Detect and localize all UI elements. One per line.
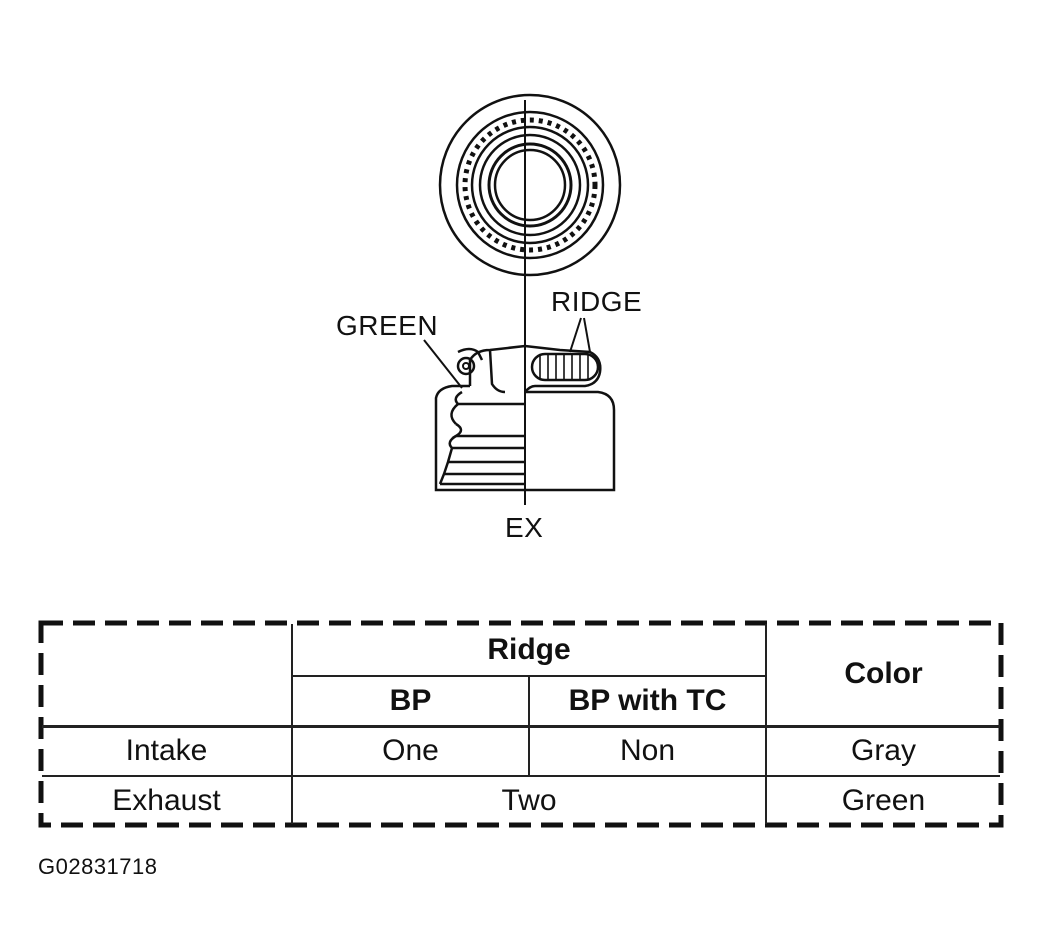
seal-side-view: [434, 344, 616, 492]
header-empty-cell: [42, 624, 292, 728]
header-color: Color: [765, 624, 1000, 728]
exhaust-ridge-cell: Two: [291, 776, 766, 824]
row-label-exhaust: Exhaust: [112, 783, 221, 817]
ridge-leader-line-1: [569, 317, 582, 353]
green-callout-label: GREEN: [336, 310, 439, 341]
intake-bp-cell: One: [291, 726, 529, 777]
intake-bp-with-tc-cell: Non: [528, 726, 766, 777]
spec-table: Ridge Color BP BP with TC Intake One Non…: [42, 624, 1000, 824]
ex-callout-label: EX: [505, 512, 544, 543]
valve-seal-table: Ridge Color BP BP with TC Intake One Non…: [38, 620, 1004, 828]
table-row-exhaust: Exhaust Two Green: [42, 776, 1000, 824]
intake-color-cell: Gray: [765, 726, 1000, 777]
ridge-callout-label: RIDGE: [551, 286, 643, 317]
ridge-leader-line-2: [583, 317, 591, 353]
green-leader-line: [423, 339, 463, 389]
table-row-intake: Intake One Non Gray: [42, 726, 1000, 777]
figure-code: G02831718: [38, 854, 158, 879]
header-ridge: Ridge: [291, 624, 766, 677]
valve-seal-diagram: [423, 93, 622, 505]
header-bp-with-tc: BP with TC: [528, 676, 766, 728]
seal-top-view: [438, 93, 622, 277]
exhaust-color-cell: Green: [765, 776, 1000, 824]
header-bp: BP: [291, 676, 529, 728]
row-label-intake: Intake: [42, 726, 292, 777]
